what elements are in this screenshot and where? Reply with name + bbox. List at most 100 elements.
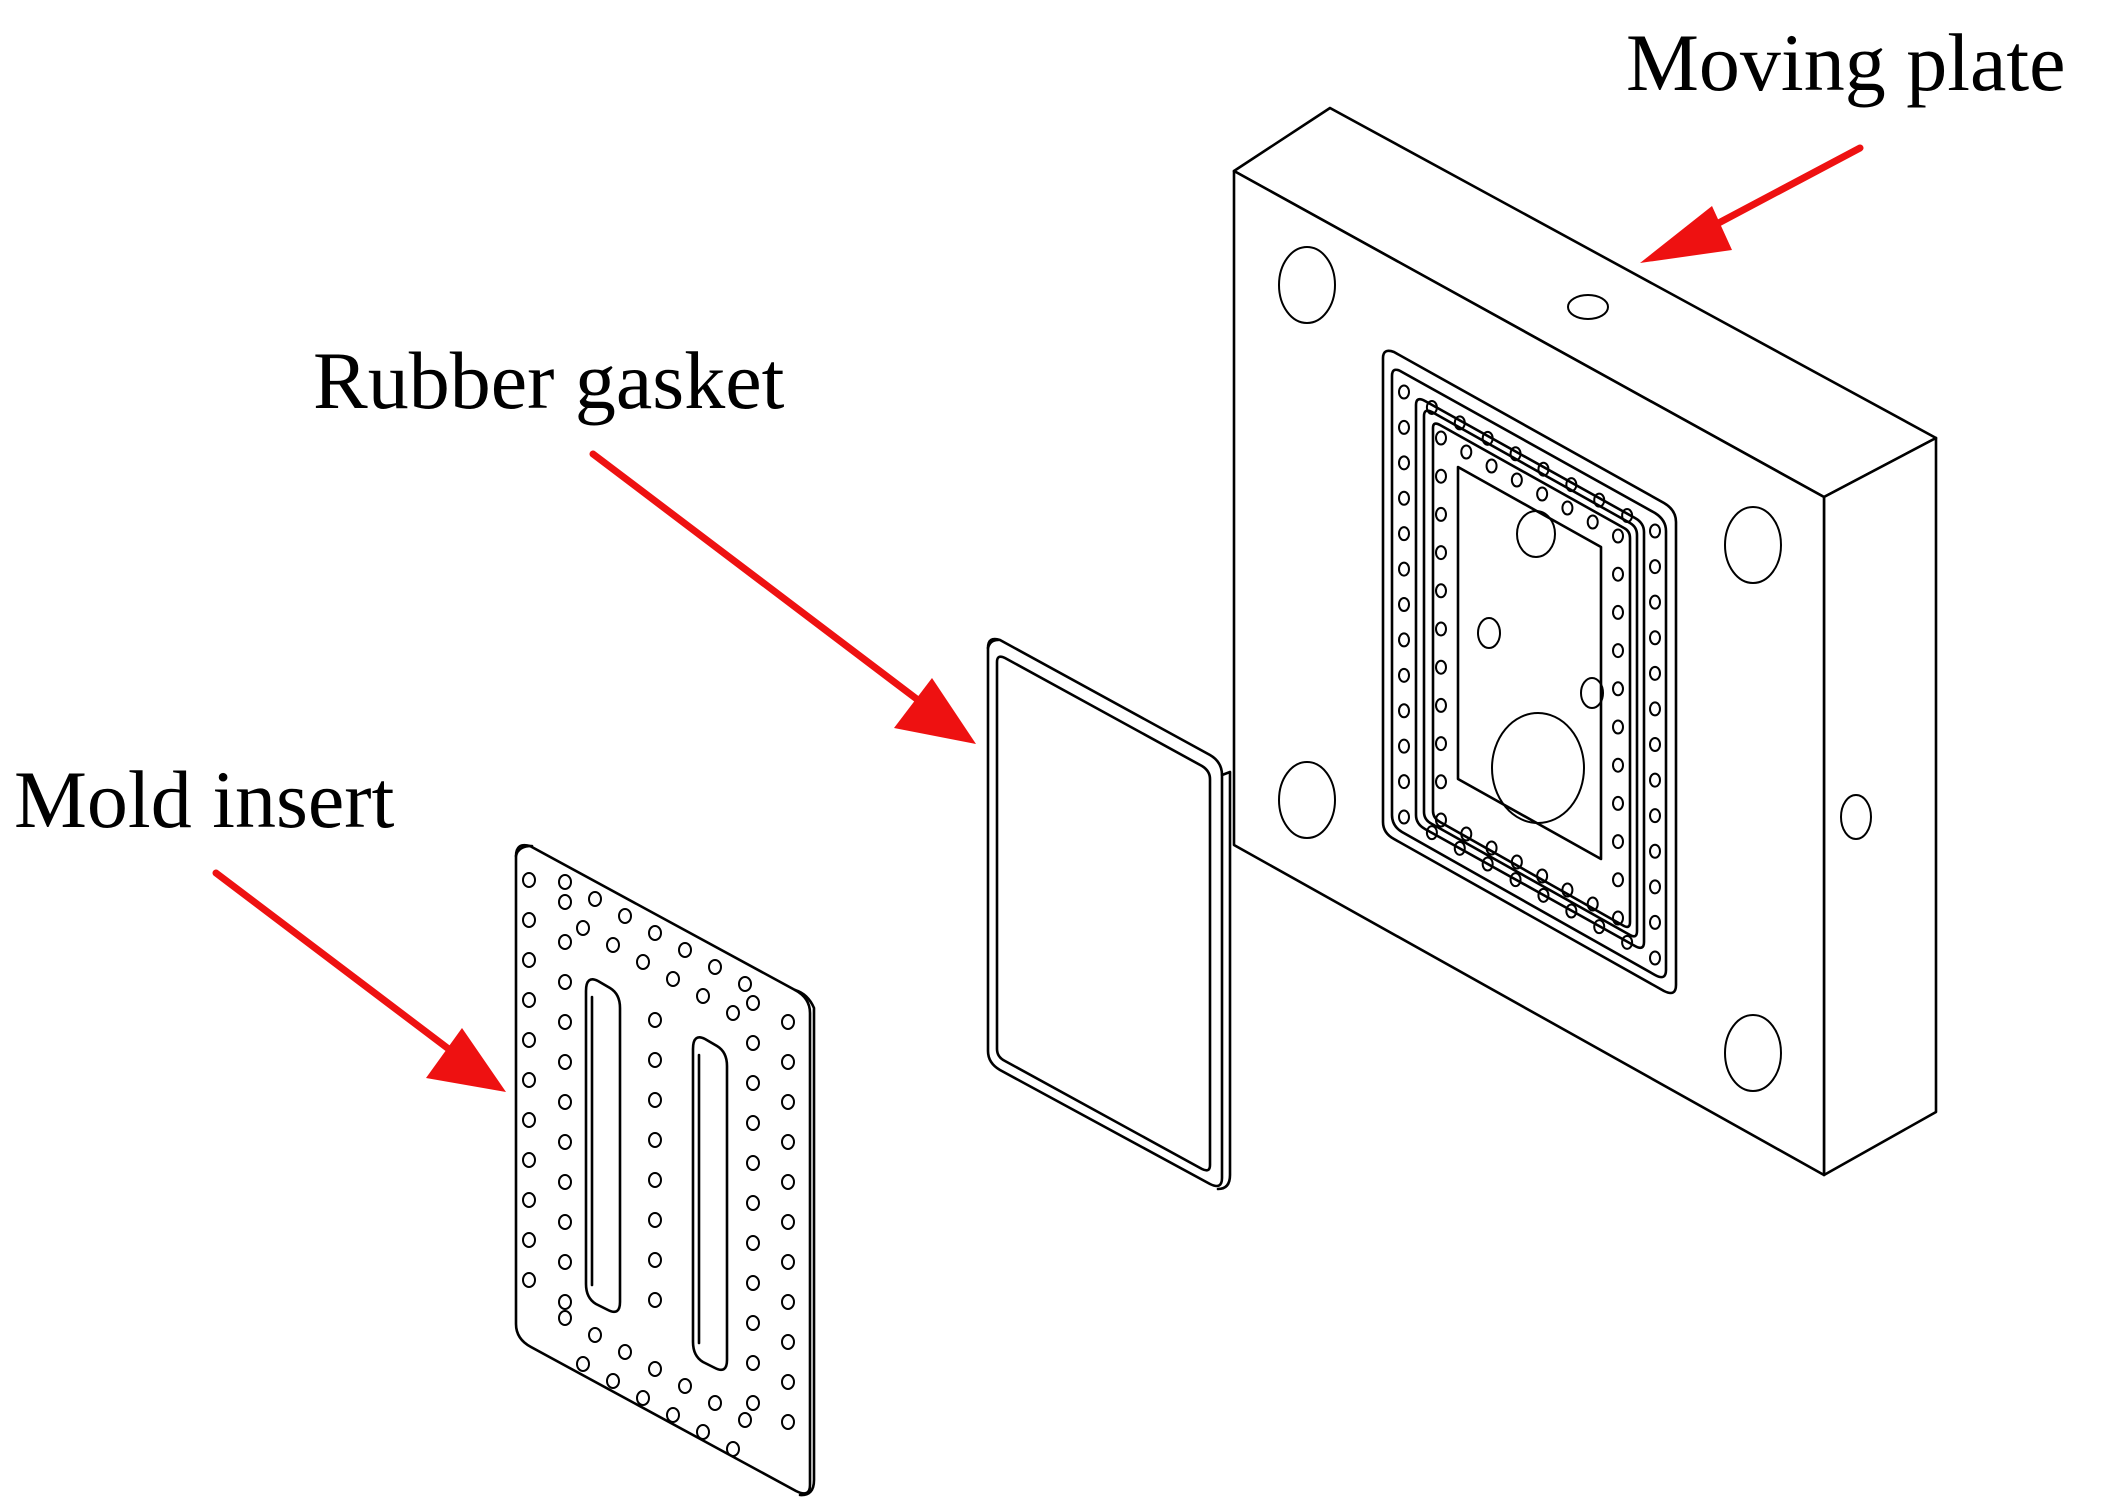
cavity-hole-large: [1491, 712, 1585, 824]
insert-hole: [696, 1424, 710, 1440]
bolt-hole-bottom-left: [1278, 761, 1336, 839]
recess-hole: [1453, 415, 1466, 431]
recess-hole: [1481, 856, 1494, 872]
insert-hole: [558, 1054, 572, 1070]
insert-hole: [522, 992, 536, 1008]
insert-hole: [558, 934, 572, 950]
label-rubber-gasket: Rubber gasket: [313, 335, 785, 426]
insert-hole: [648, 1252, 662, 1268]
insert-slot-right: [691, 1036, 729, 1372]
insert-hole: [618, 908, 632, 924]
insert-hole: [726, 1005, 740, 1021]
insert-hole: [781, 1094, 795, 1110]
insert-hole: [522, 912, 536, 928]
insert-hole: [558, 894, 572, 910]
insert-hole: [746, 1035, 760, 1051]
insert-hole: [648, 1292, 662, 1308]
insert-hole: [522, 1152, 536, 1168]
insert-hole: [738, 976, 752, 992]
insert-hole: [558, 1134, 572, 1150]
recess-hole: [1453, 840, 1466, 856]
insert-hole: [746, 1235, 760, 1251]
mold-insert: [514, 843, 816, 1497]
recess-hole: [1612, 872, 1624, 888]
insert-hole: [781, 1334, 795, 1350]
recess-hole: [1398, 490, 1410, 506]
insert-hole: [618, 1344, 632, 1360]
label-mold-insert: Mold insert: [14, 754, 395, 845]
insert-hole: [648, 1172, 662, 1188]
insert-hole: [666, 1407, 680, 1423]
insert-hole: [781, 1054, 795, 1070]
label-moving-plate: Moving plate: [1626, 17, 2066, 108]
cavity-hole-right: [1580, 677, 1604, 709]
insert-hole: [606, 937, 620, 953]
recess-outer-frame: [1381, 349, 1678, 995]
recess-hole: [1435, 659, 1447, 675]
insert-hole: [746, 1315, 760, 1331]
insert-hole: [588, 891, 602, 907]
recess-hole: [1435, 506, 1447, 522]
recess-frame-3: [1414, 397, 1646, 950]
insert-hole: [522, 872, 536, 888]
insert-hole: [522, 1232, 536, 1248]
insert-hole: [648, 1212, 662, 1228]
recess-hole: [1481, 430, 1494, 446]
insert-hole: [576, 1356, 590, 1372]
recess-hole: [1649, 630, 1661, 646]
insert-hole: [576, 920, 590, 936]
recess-hole: [1485, 458, 1498, 474]
recess-hole: [1435, 697, 1447, 713]
insert-hole: [522, 1272, 536, 1288]
insert-plate: [514, 843, 812, 1495]
recess-hole: [1485, 840, 1498, 856]
recess-hole: [1649, 665, 1661, 681]
bolt-hole-top-right: [1724, 506, 1782, 584]
insert-hole: [726, 1441, 740, 1457]
insert-hole: [746, 995, 760, 1011]
recess-hole: [1649, 808, 1661, 824]
recess-hole: [1586, 514, 1599, 530]
recess-hole: [1593, 492, 1606, 508]
recess-hole: [1561, 882, 1574, 898]
recess-hole: [1398, 667, 1410, 683]
recess-hole: [1649, 772, 1661, 788]
recess-hole: [1398, 632, 1410, 648]
recess-hole: [1435, 430, 1447, 446]
recess-hole: [1435, 468, 1447, 484]
recess-hole: [1398, 597, 1410, 612]
moving-plate: [1232, 106, 1938, 1177]
recess-hole: [1612, 834, 1624, 850]
recess-frame-4: [1422, 409, 1639, 938]
insert-hole: [558, 1214, 572, 1230]
recess-hole: [1612, 910, 1624, 926]
recess-hole: [1398, 809, 1410, 825]
insert-hole: [636, 1390, 650, 1406]
recess-hole: [1586, 896, 1599, 912]
recess-hole: [1537, 461, 1550, 477]
recess-hole: [1612, 719, 1624, 735]
rubber-gasket: [986, 637, 1232, 1191]
recess-hole: [1460, 444, 1473, 460]
recess-hole: [1435, 736, 1447, 752]
insert-hole: [558, 1174, 572, 1190]
recess-hole: [1649, 523, 1661, 539]
insert-hole: [746, 1395, 760, 1411]
insert-hole: [678, 942, 692, 958]
insert-hole: [781, 1254, 795, 1270]
insert-hole: [666, 971, 680, 987]
bolt-hole-top-left: [1278, 246, 1336, 324]
moving-plate-side-face: [1822, 436, 1938, 1177]
insert-hole: [558, 974, 572, 990]
recess-hole: [1398, 384, 1410, 400]
insert-hole: [558, 874, 572, 890]
recess-hole: [1536, 868, 1549, 884]
insert-hole: [781, 1134, 795, 1150]
recess-hole: [1398, 419, 1410, 435]
insert-hole: [558, 1094, 572, 1110]
recess-hole: [1398, 455, 1410, 471]
insert-hole: [708, 1395, 722, 1411]
bolt-hole-bottom-right: [1724, 1014, 1782, 1092]
insert-holes: [522, 872, 795, 1457]
insert-hole: [648, 1132, 662, 1148]
